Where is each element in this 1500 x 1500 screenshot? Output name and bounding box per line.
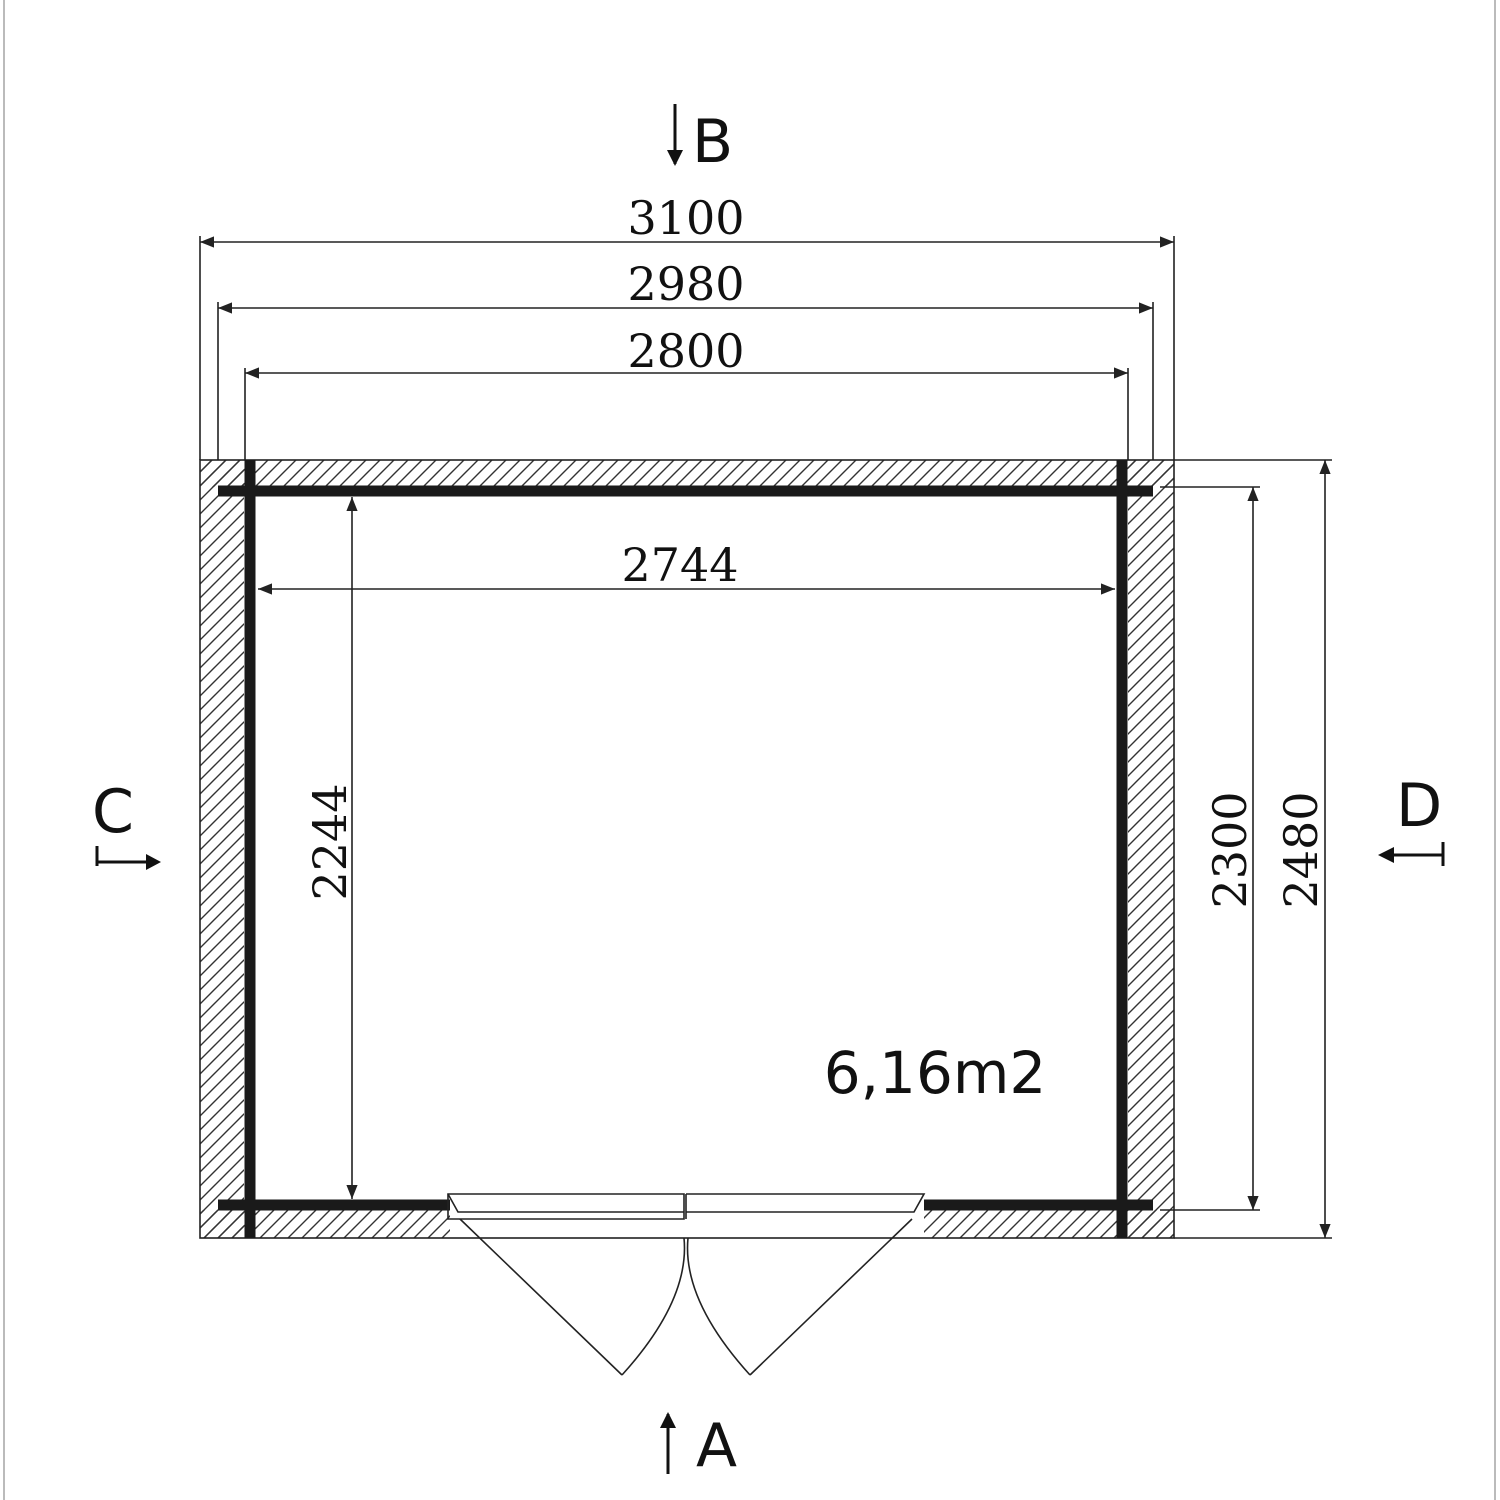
door-swing-right	[686, 1237, 751, 1376]
dimension-wall-width: 2980	[217, 257, 1154, 460]
view-label-d: D	[1396, 771, 1442, 841]
view-label-a: A	[696, 1411, 737, 1481]
dimension-label-inner-depth: 2244	[303, 783, 357, 900]
dimension-outer-depth: 2480	[1174, 459, 1332, 1239]
dimension-label-outer-width: 3100	[627, 191, 744, 245]
dimension-outer-width: 3100	[199, 191, 1175, 460]
dimension-label-frame-width: 2800	[627, 324, 744, 378]
door-swing-left	[621, 1237, 686, 1376]
view-marker-d: D	[1378, 771, 1445, 866]
dimension-label-outer-depth: 2480	[1274, 791, 1328, 908]
door-leaf-right	[749, 1218, 913, 1376]
dimension-label-wall-width: 2980	[627, 257, 744, 311]
dimension-label-inner-width: 2744	[621, 538, 738, 592]
hatched-walls	[199, 459, 1175, 1239]
door-leaf-left	[459, 1218, 623, 1376]
view-marker-b: B	[667, 104, 733, 177]
view-label-c: C	[92, 777, 134, 847]
area-label: 6,16m2	[824, 1039, 1047, 1107]
double-door	[447, 1193, 926, 1376]
wall-frame	[218, 460, 1153, 1238]
dimension-frame-width: 2800	[244, 324, 1129, 460]
view-marker-a: A	[660, 1411, 737, 1481]
view-label-b: B	[692, 107, 733, 177]
dimension-inner-depth: 2244	[303, 497, 358, 1199]
dimension-inner-width: 2744	[258, 538, 1115, 595]
dimension-wall-depth: 2300	[1160, 486, 1260, 1211]
dimension-label-wall-depth: 2300	[1203, 791, 1257, 908]
view-marker-c: C	[92, 777, 161, 870]
